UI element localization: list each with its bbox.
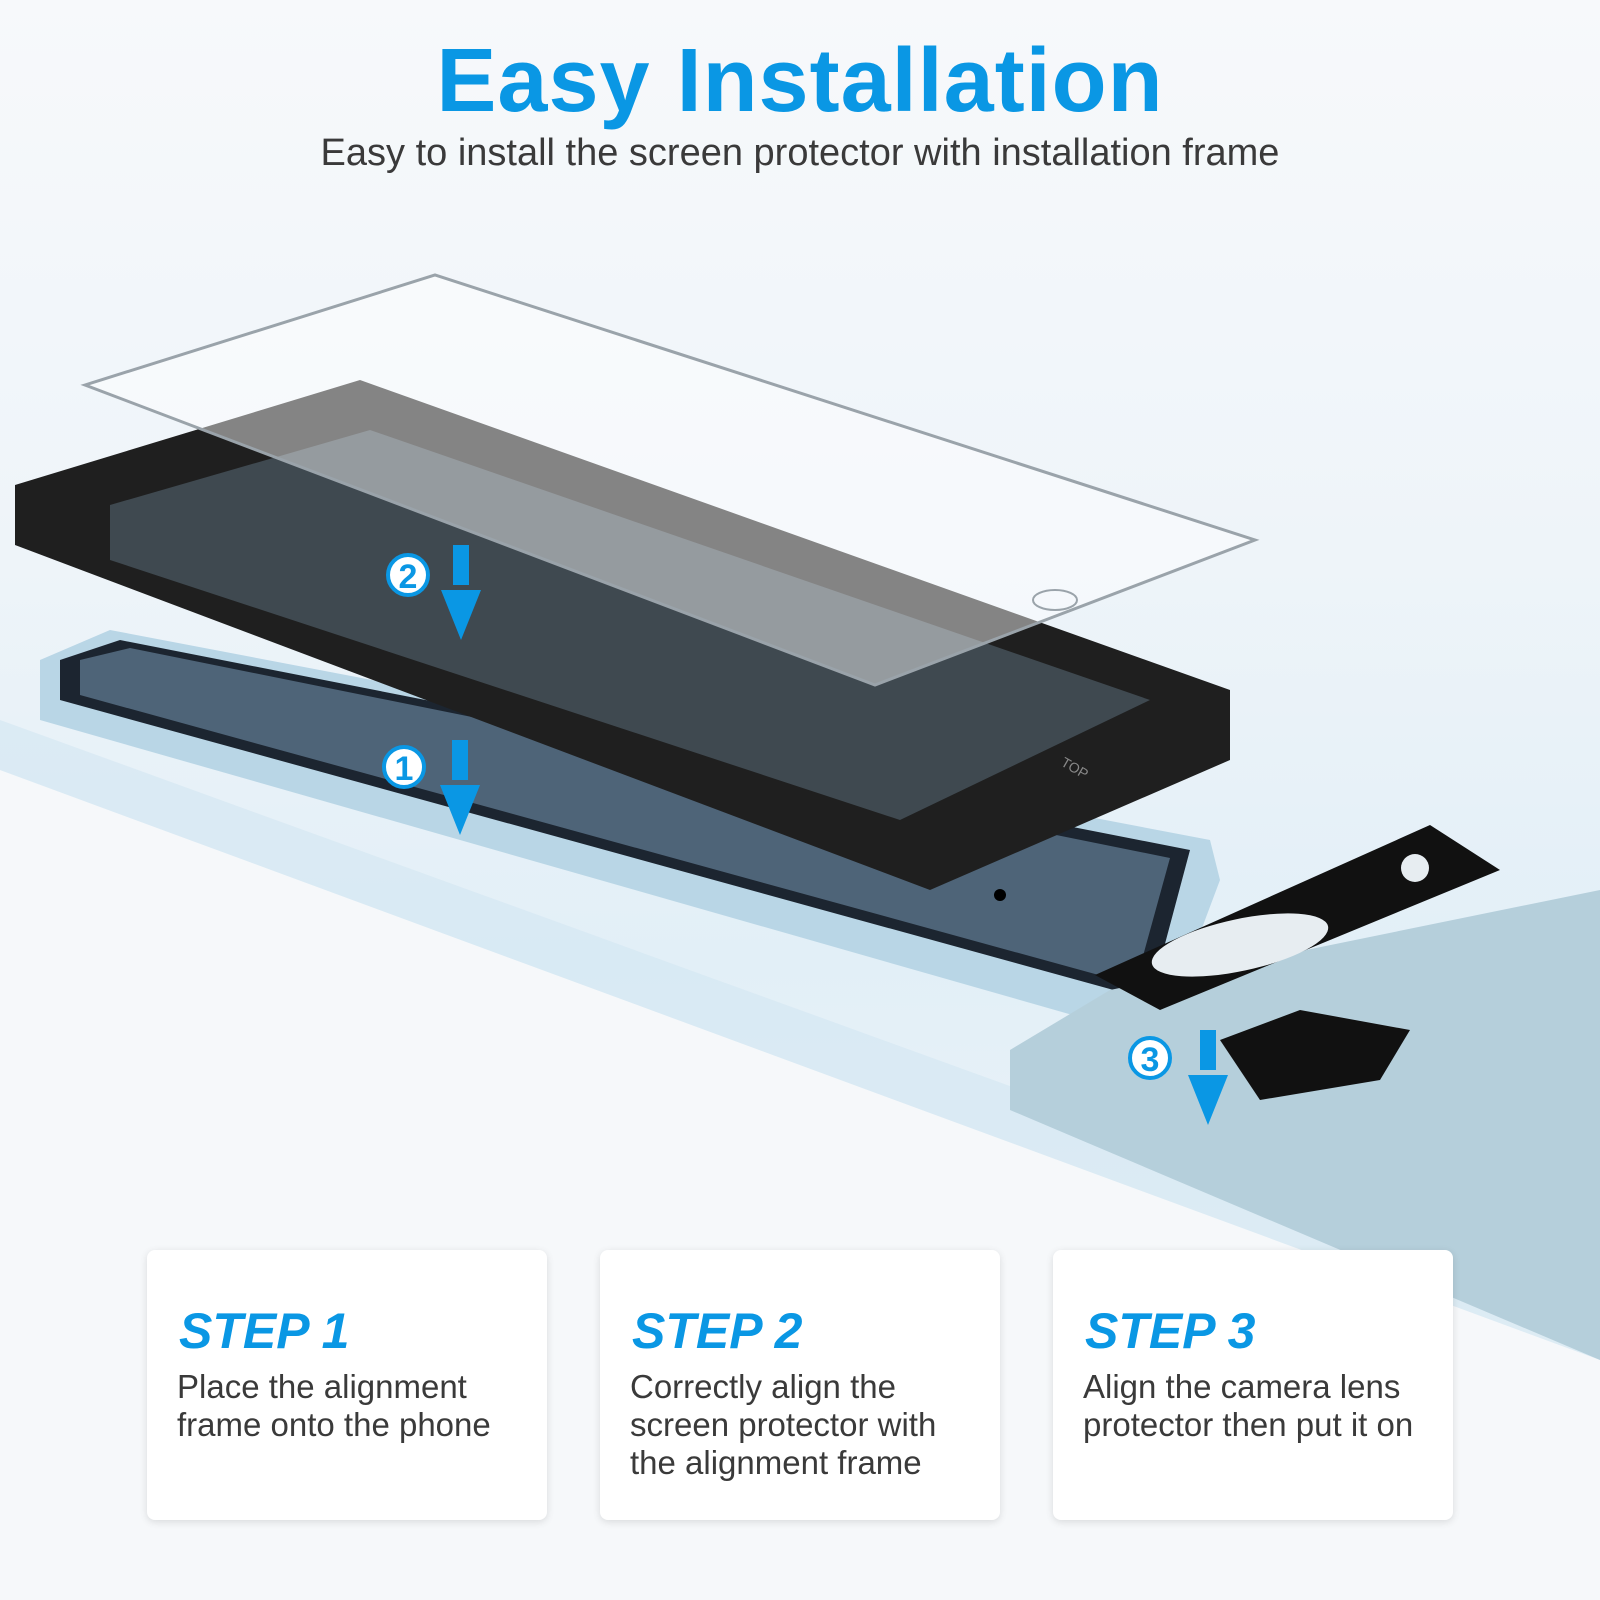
step-label: STEP 2 xyxy=(632,1303,803,1359)
step-label: STEP 3 xyxy=(1085,1303,1256,1359)
step-marker-2: 2 xyxy=(386,553,430,597)
page-subtitle: Easy to install the screen protector wit… xyxy=(320,132,1280,174)
step-card-1: STEP 1 Place the alignment frame onto th… xyxy=(147,1250,547,1520)
step-description: Correctly align the screen protector wit… xyxy=(630,1368,937,1481)
step-card-3: STEP 3 Align the camera lens protector t… xyxy=(1053,1250,1453,1520)
step-marker-3: 3 xyxy=(1128,1036,1172,1080)
phone-front xyxy=(40,630,1220,1040)
svg-text:2: 2 xyxy=(399,558,418,596)
arrow-icon xyxy=(440,545,1228,1125)
step-card-2: STEP 2 Correctly align the screen protec… xyxy=(600,1250,1000,1520)
step-label: STEP 1 xyxy=(179,1303,350,1359)
alignment-frame: TOP xyxy=(15,380,1230,890)
step-description: Align the camera lens protector then put… xyxy=(1083,1368,1414,1443)
screen-protector xyxy=(80,273,1260,687)
svg-text:1: 1 xyxy=(395,750,414,788)
step-marker-1: 1 xyxy=(382,745,426,789)
svg-text:3: 3 xyxy=(1141,1041,1160,1079)
step-description: Place the alignment frame onto the phone xyxy=(177,1368,491,1443)
camera-lens-protector xyxy=(1095,825,1500,1010)
page-title: Easy Installation xyxy=(436,31,1164,131)
